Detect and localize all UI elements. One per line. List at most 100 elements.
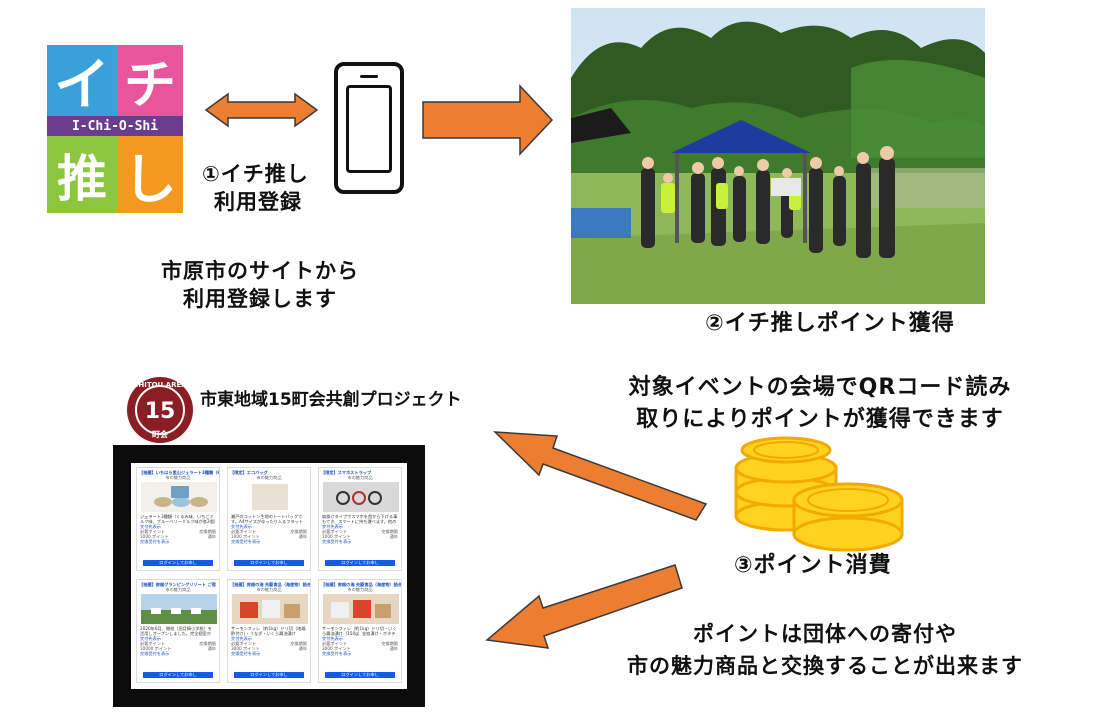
product-title[interactable]: 【抽選】房総の海 先駆食品（海産物）詰合 <box>321 582 401 587</box>
step2-desc-line2: 取りによりポイントが獲得できます <box>636 407 1004 432</box>
product-row: 必要ポイント交換期限 <box>228 529 310 534</box>
arrow-to-project <box>493 431 708 521</box>
login-apply-button[interactable]: ログインしてお申し <box>234 672 304 678</box>
points-value: 1000 ポイント <box>231 534 260 539</box>
step3-description: ポイントは団体への寄付や 市の魅力商品と交換することが出来ます <box>565 618 1085 682</box>
emblem-bottom-text: 町会 <box>152 429 168 439</box>
arrow-to-site <box>485 564 683 649</box>
step1-desc-line1: 市原市のサイトから <box>161 259 359 283</box>
step2-label: ②イチ推しポイント獲得 <box>705 311 955 336</box>
product-link-2[interactable]: 交換受付を表示 <box>322 651 352 656</box>
deadline-key: 交換期限 <box>381 641 398 646</box>
logo-tile-shi: し <box>117 136 183 213</box>
points-value: 3000 ポイント <box>231 646 260 651</box>
event-photo-illustration <box>571 8 985 304</box>
login-apply-button[interactable]: ログインしてお申し <box>143 672 213 678</box>
product-link-2[interactable]: 交換受付を表示 <box>140 539 170 544</box>
deadline-key: 交換期限 <box>290 529 307 534</box>
product-row: 1000 ポイント通年 <box>319 534 401 539</box>
points-key: 必要ポイント <box>322 641 348 646</box>
step2-desc-line1: 対象イベントの会場でQRコード読み <box>628 375 1012 400</box>
product-category: 市の魅力商品 <box>165 587 191 592</box>
product-link[interactable]: 交付先表示 <box>322 524 343 529</box>
product-title[interactable]: 【抽選】房総の海 先駆食品（海産物）詰合 <box>230 582 310 587</box>
double-arrow <box>204 92 319 128</box>
product-card[interactable]: 【抽選】いちはら里山ジェラート3種類（6個市の魅力商品ジェラート3種類（くるみ味… <box>136 467 220 571</box>
login-apply-button[interactable]: ログインしてお申し <box>325 672 395 678</box>
coins-icon <box>734 436 904 552</box>
product-link[interactable]: 交付先表示 <box>231 636 252 641</box>
product-row: 必要ポイント交換期限 <box>319 529 401 534</box>
deadline-key: 交換期限 <box>290 641 307 646</box>
phone-screen <box>346 85 392 173</box>
product-link[interactable]: 交付先表示 <box>322 636 343 641</box>
product-link[interactable]: 交付先表示 <box>231 524 252 529</box>
product-image <box>232 594 308 624</box>
product-title[interactable]: 【限定】スマホストラップ <box>321 470 372 475</box>
product-row: 1000 ポイント通年 <box>137 534 219 539</box>
product-row: 必要ポイント 交換期限 <box>137 529 219 534</box>
login-apply-button[interactable]: ログインしてお申し <box>234 560 304 566</box>
smartphone-icon <box>334 62 404 194</box>
product-card[interactable]: 【抽選】房総グランピングリゾート ご宿市の魅力商品 2020年6月、閉校（旧月崎小… <box>136 579 220 683</box>
step1-description: 市原市のサイトから 利用登録します <box>130 257 390 313</box>
product-link[interactable]: 交付先表示 <box>140 524 161 529</box>
deadline-value: 通年 <box>207 646 216 651</box>
product-row: 必要ポイント交換期限 <box>137 641 219 646</box>
product-link-2[interactable]: 交換受付を表示 <box>231 651 261 656</box>
product-card[interactable]: 【限定】エコバッグ市の魅力商品瀬戸のコットン生地のトートバッグです。A4サイズが… <box>227 467 311 571</box>
product-category: 市の魅力商品 <box>347 587 373 592</box>
product-title[interactable]: 【抽選】いちはら里山ジェラート3種類（6個 <box>139 470 219 475</box>
product-row: 必要ポイント 交換期限 <box>319 641 401 646</box>
site-page: 【抽選】いちはら里山ジェラート3種類（6個市の魅力商品ジェラート3種類（くるみ味… <box>131 463 407 689</box>
product-card[interactable]: 【抽選】房総の海 先駆食品（海産物）詰合市の魅力商品サーモンフィレ（約1kg）ド… <box>227 579 311 683</box>
emblem-top-text: SHITOU AREA <box>133 381 187 389</box>
deadline-key: 交換期限 <box>199 641 216 646</box>
points-key: 必要ポイント <box>231 641 257 646</box>
phone-speaker <box>360 75 378 78</box>
ichioshi-logo: イ チ I-Chi-O-Shi 推 し <box>47 45 183 213</box>
product-image <box>323 594 399 624</box>
deadline-value: 通年 <box>389 646 398 651</box>
points-key: 必要ポイント <box>322 529 348 534</box>
product-description: サーモンフィレ（約1kg）ドリ切（地鶏酢付け）・うなぎ・いくら醤油漬け（150g… <box>231 626 306 636</box>
product-title[interactable]: 【限定】エコバッグ <box>230 470 268 475</box>
product-image <box>323 482 399 512</box>
product-category: 市の魅力商品 <box>256 587 282 592</box>
login-apply-button[interactable]: ログインしてお申し <box>143 560 213 566</box>
deadline-key: 交換期限 <box>199 529 216 534</box>
product-link[interactable]: 交付先表示 <box>140 636 161 641</box>
login-apply-button[interactable]: ログインしてお申し <box>325 560 395 566</box>
step3-desc-line1: ポイントは団体への寄付や <box>693 622 957 646</box>
product-link-2[interactable]: 交換受付を表示 <box>322 539 352 544</box>
product-card[interactable]: 【抽選】房総の海 先駆食品（海産物）詰合市の魅力商品サーモンフィレ（約1kg）ド… <box>318 579 402 683</box>
step3-desc-line2: 市の魅力商品と交換することが出来ます <box>627 654 1023 678</box>
points-key: 必要ポイント <box>140 529 166 534</box>
step1-label: ①イチ推し 利用登録 <box>202 160 332 216</box>
event-photo <box>571 8 985 304</box>
product-row: 3000 ポイント通年 <box>228 646 310 651</box>
step2-description: 対象イベントの会場でQRコード読み 取りによりポイントが獲得できます <box>560 372 1080 436</box>
deadline-value: 通年 <box>389 534 398 539</box>
logo-tile-o: 推 <box>47 136 117 213</box>
product-description: 2020年6月、閉校（旧月崎小学校）を活用しオープンしました。完全個室から、大変… <box>140 626 212 636</box>
product-image <box>141 594 217 624</box>
product-row: 1000 ポイント 通年 <box>228 534 310 539</box>
product-row: 10000 ポイント 通年 <box>137 646 219 651</box>
product-link-2[interactable]: 交換受付を表示 <box>140 651 170 656</box>
product-title[interactable]: 【抽選】房総グランピングリゾート ご宿 <box>139 582 216 587</box>
product-category: 市の魅力商品 <box>165 475 191 480</box>
step3-label: ③ポイント消費 <box>734 553 892 578</box>
product-link-2[interactable]: 交換受付を表示 <box>231 539 261 544</box>
points-value: 10000 ポイント <box>140 646 172 651</box>
logo-band: I-Chi-O-Shi <box>47 116 183 136</box>
deadline-value: 通年 <box>298 534 307 539</box>
project-title: 市東地域15町会共創プロジェクト <box>200 390 462 410</box>
points-value: 1000 ポイント <box>140 534 169 539</box>
product-row: 必要ポイント 交換期限 <box>228 641 310 646</box>
shitou-area-emblem: SHITOU AREA 15 町会 <box>127 377 193 443</box>
logo-tile-chi: チ <box>117 45 183 116</box>
product-category: 市の魅力商品 <box>256 475 282 480</box>
product-card[interactable]: 【限定】スマホストラップ市の魅力商品肩掛けタイプでスマホを首から下げる事もでき、… <box>318 467 402 571</box>
